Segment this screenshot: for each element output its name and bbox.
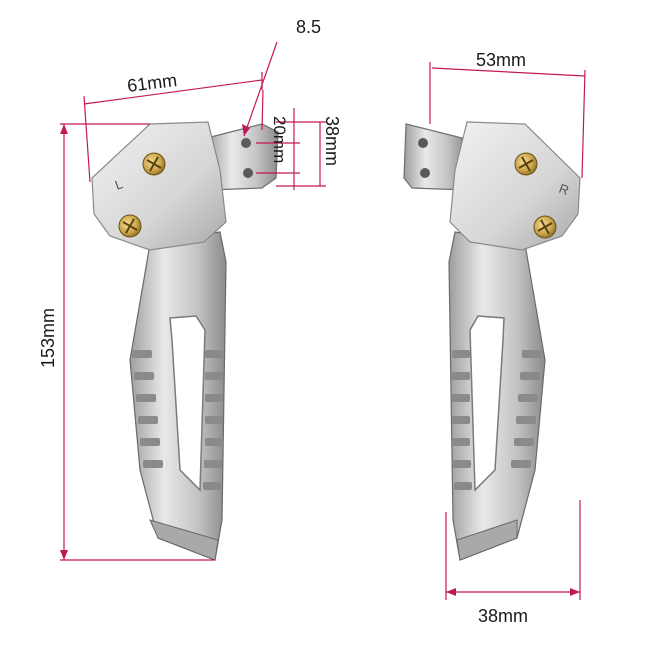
dimension-8-5: 8.5	[296, 17, 321, 37]
dimension-38mm-bottom: 38mm	[478, 606, 528, 626]
left-peg-slot	[169, 315, 206, 492]
right-foot-peg: R	[403, 121, 581, 561]
left-screw-top	[142, 152, 166, 176]
right-screw-top	[514, 152, 538, 176]
left-screw-bottom	[118, 214, 142, 238]
right-screw-bottom	[533, 215, 557, 239]
right-peg-grip-ridges	[452, 350, 542, 490]
left-bracket-hole-bottom	[243, 168, 253, 178]
dimension-153mm: 153mm	[38, 308, 58, 368]
dimension-20mm: 20mm	[270, 116, 289, 163]
left-side-mark: L	[113, 176, 125, 193]
left-top-plate	[91, 121, 227, 251]
right-peg-slot	[469, 315, 505, 492]
left-bracket-hole-top	[241, 138, 251, 148]
right-bracket-hole-bottom	[420, 168, 430, 178]
dimension-38mm-vertical: 38mm	[322, 116, 342, 166]
dimension-53mm: 53mm	[476, 50, 526, 70]
dimension-arrowheads	[60, 124, 580, 596]
left-foot-peg: L	[91, 121, 279, 561]
left-peg-grip-ridges	[132, 350, 223, 490]
right-bracket-hole-top	[418, 138, 428, 148]
dimension-lines	[60, 41, 586, 600]
